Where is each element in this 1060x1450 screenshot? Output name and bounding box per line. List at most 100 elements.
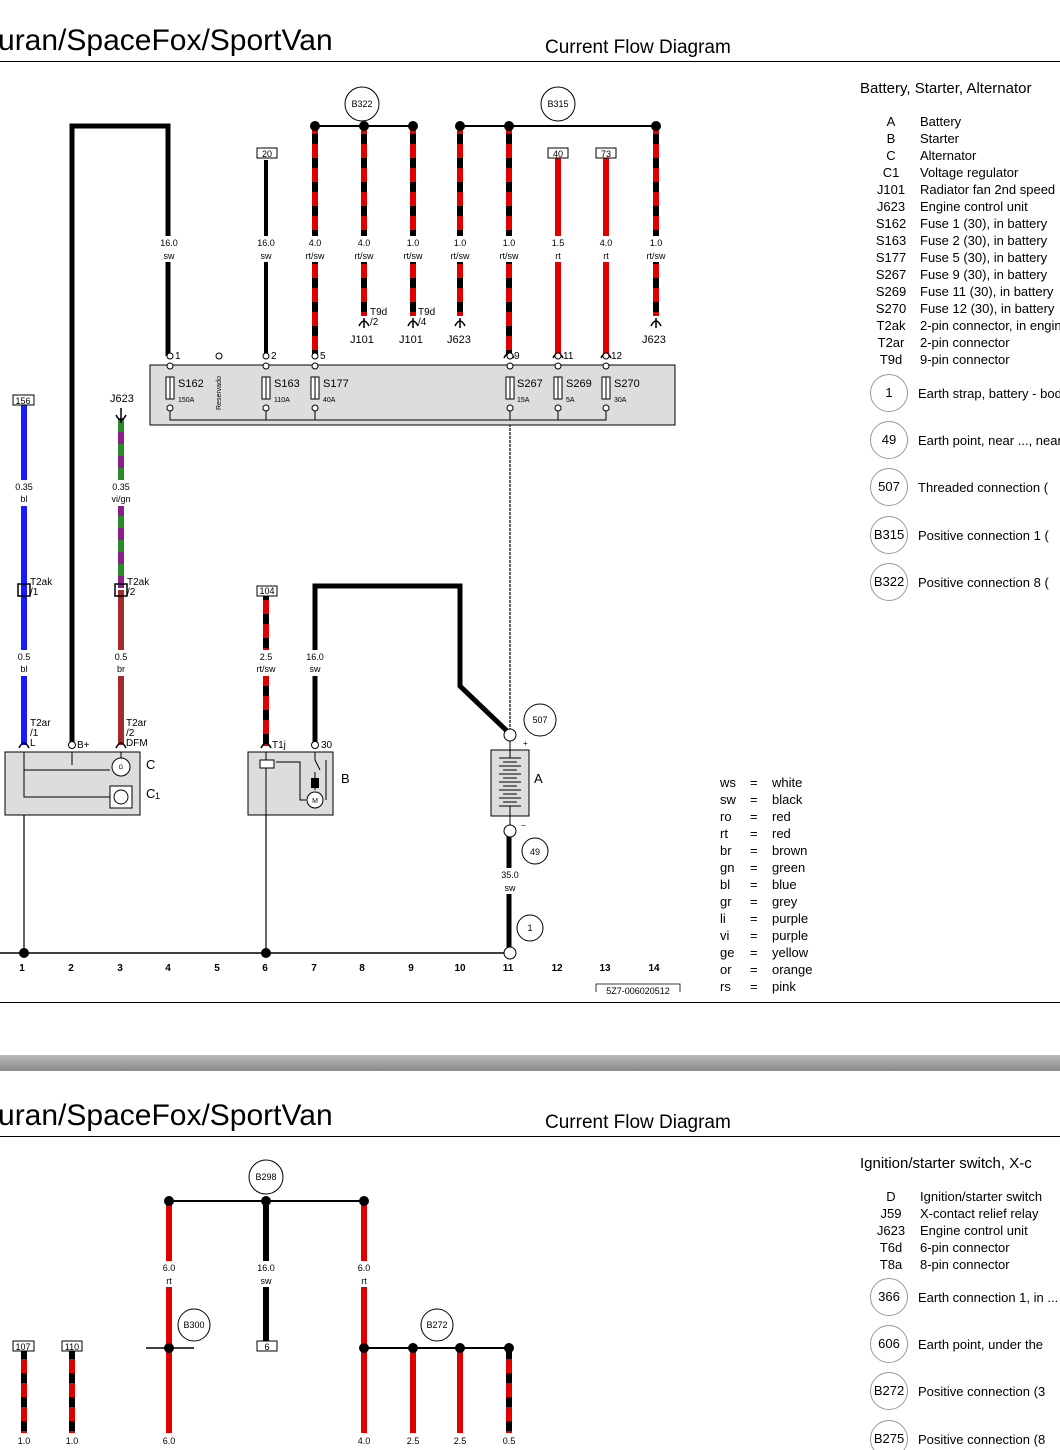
earth-terminal — [503, 946, 517, 960]
internal-wiring — [23, 752, 122, 798]
node-label: B272 — [426, 1320, 447, 1330]
wire-colour: vi/gn — [111, 494, 130, 504]
wire-size: 0.35 — [15, 482, 33, 492]
wire-size: 16.0 — [257, 1263, 275, 1273]
wire-size: 2.5 — [260, 652, 273, 662]
legend-code: S163 — [875, 233, 907, 248]
colour-row: rt=red — [720, 826, 791, 841]
component-label: 1 — [155, 791, 160, 801]
equals-sign: = — [750, 945, 758, 960]
label-bg — [346, 1261, 382, 1287]
reference-box — [256, 147, 278, 159]
wire-size: 16.0 — [257, 238, 275, 248]
colour-row: rs=pink — [720, 979, 796, 994]
grid-number: 2 — [68, 963, 74, 974]
fuse-rating: 30A — [614, 397, 627, 404]
wire-colour: bl — [20, 494, 27, 504]
wire-end-label: J623 — [642, 334, 666, 346]
legend-code: J623 — [876, 1223, 906, 1238]
page-subtitle: Current Flow Diagram — [545, 37, 731, 58]
wire-size: 2.5 — [454, 1436, 467, 1446]
node-label: 507 — [532, 715, 547, 725]
battery-plus: + — [523, 739, 528, 748]
connection-code: 1 — [870, 374, 908, 412]
reference-label: 110 — [65, 1342, 79, 1352]
wire — [506, 1348, 512, 1450]
connection-desc: Positive connection (3 — [918, 1383, 1046, 1399]
legend-desc: 8-pin connector — [920, 1257, 1010, 1272]
component-label: C — [146, 757, 155, 772]
wire-size: 0.5 — [503, 1436, 516, 1446]
connection-row: 1 Earth strap, battery - body — [870, 374, 1060, 412]
colour-name: brown — [772, 843, 808, 858]
equals-sign: = — [750, 962, 758, 977]
colour-row: br=brown — [720, 843, 807, 858]
wire-end-label: J623 — [447, 334, 471, 346]
connection-code: B322 — [870, 563, 908, 601]
wire — [457, 126, 463, 316]
connector-arrow — [454, 318, 466, 328]
grid-number: 11 — [503, 963, 514, 974]
reference-label: 40 — [553, 149, 563, 159]
grid-number: 4 — [165, 963, 171, 974]
connector-label: B+ — [77, 740, 90, 751]
label-bg — [492, 868, 528, 894]
wire-size: 16.0 — [306, 652, 324, 662]
wire-size: 4.0 — [358, 238, 371, 248]
colour-name: purple — [772, 928, 809, 943]
legend-code: S267 — [875, 267, 907, 282]
legend-desc: 2-pin connector — [920, 335, 1010, 350]
label-bg — [297, 236, 335, 262]
legend-code: T2ar — [877, 335, 905, 350]
wire-size: 4.0 — [358, 1436, 371, 1446]
connector-arrow — [115, 408, 127, 423]
colour-row: ro=red — [720, 809, 791, 824]
label-bg — [248, 236, 286, 262]
wire-colour: bl — [20, 664, 27, 674]
node-1 — [516, 914, 544, 942]
legend-desc: X-contact relief relay — [920, 1206, 1039, 1221]
colour-name: red — [772, 826, 791, 841]
fuse-pin — [602, 362, 610, 370]
equals-sign: = — [750, 928, 758, 943]
wire-size: 0.5 — [18, 652, 31, 662]
motor-icon — [306, 791, 324, 809]
wire-end-label: /2 — [370, 317, 379, 328]
grid-number: 1 — [19, 963, 25, 974]
fuse-pin — [506, 352, 514, 360]
wire — [410, 1348, 416, 1450]
connection-desc: Threaded connection ( — [918, 479, 1049, 495]
colour-abbr: gn — [720, 860, 735, 875]
legend-desc: Fuse 5 (30), in battery — [920, 250, 1048, 265]
fuse-pin — [602, 404, 610, 412]
section-title: Ignition/starter switch, X-c — [860, 1155, 1032, 1172]
generator-icon — [111, 757, 131, 777]
legend-code: S162 — [875, 216, 907, 231]
label-bg — [151, 1261, 187, 1287]
wire-size: 0.35 — [112, 482, 130, 492]
equals-sign: = — [750, 792, 758, 807]
junction-dot — [19, 948, 29, 958]
legend-code: J623 — [876, 199, 906, 214]
connector-label: T2ak — [127, 577, 150, 588]
label-bg — [247, 650, 285, 676]
node-b315 — [540, 86, 576, 122]
colour-name: purple — [772, 911, 809, 926]
connection-code: B315 — [870, 516, 908, 554]
junction-dot — [359, 1343, 369, 1353]
battery-icon — [490, 749, 530, 817]
pin-label: 2 — [271, 351, 277, 362]
colour-abbr: ge — [720, 945, 735, 960]
colour-name: white — [772, 775, 803, 790]
colour-row: vi=purple — [720, 928, 808, 943]
wire-colour: sw — [164, 251, 176, 261]
legend-desc: Fuse 1 (30), in battery — [920, 216, 1048, 231]
connection-desc: Earth strap, battery - body — [918, 385, 1060, 401]
